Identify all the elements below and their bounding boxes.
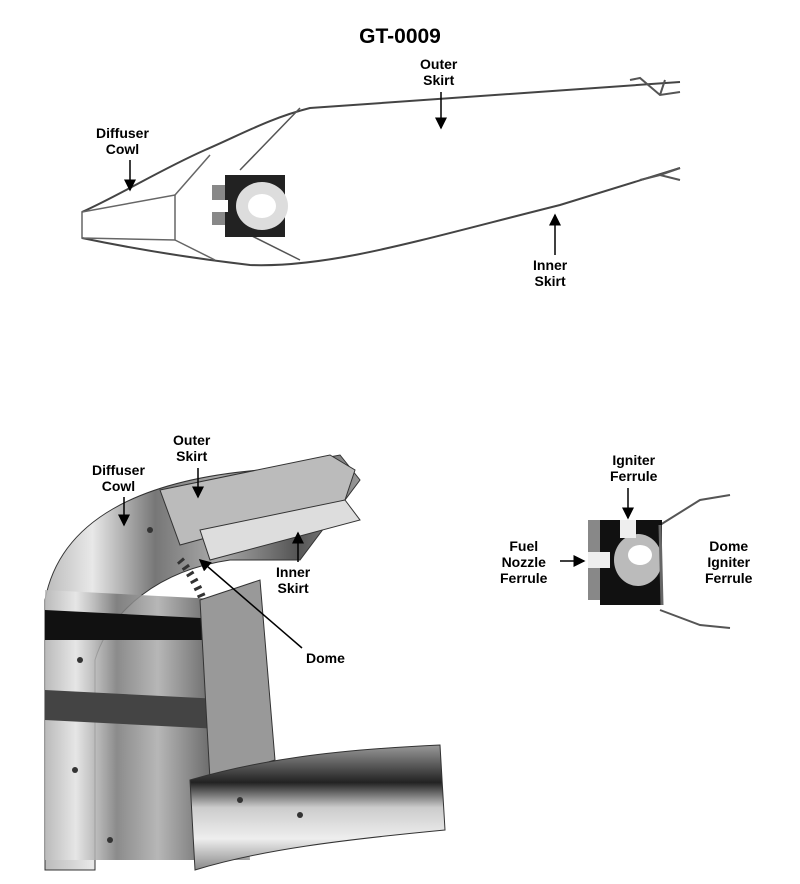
label-line: Nozzle (501, 554, 546, 570)
label-line: Outer (420, 56, 458, 72)
label-line: Ferrule (705, 570, 753, 586)
label-diffuser-cowl-iso: Diffuser Cowl (92, 462, 145, 494)
isometric-cutaway-view (44, 454, 446, 871)
diagram-title: GT-0009 (359, 25, 441, 48)
label-line: Inner (533, 257, 568, 273)
label-line: Skirt (534, 273, 566, 289)
label-line: Inner (276, 564, 311, 580)
label-dome-igniter-ferrule: Dome Igniter Ferrule (705, 538, 752, 586)
label-diffuser-cowl-top: Diffuser Cowl (96, 125, 149, 157)
label-line: Ferrule (500, 570, 548, 586)
label-line: Fuel (509, 538, 539, 554)
label-line: Dome (709, 538, 749, 554)
label-line: Cowl (101, 478, 136, 494)
label-line: Ferrule (610, 468, 658, 484)
label-line: Outer (173, 432, 211, 448)
label-line: Diffuser (92, 462, 145, 478)
label-line: Skirt (176, 448, 208, 464)
label-fuel-nozzle-ferrule: Fuel Nozzle Ferrule (500, 538, 547, 586)
label-line: Skirt (423, 72, 455, 88)
dome-assembly-top (212, 175, 288, 237)
label-outer-skirt-top: Outer Skirt (420, 56, 457, 88)
label-inner-skirt-iso: Inner Skirt (276, 564, 310, 596)
cross-section-view (81, 76, 681, 267)
dome-detail-view (588, 494, 731, 629)
label-line: Cowl (105, 141, 140, 157)
label-line: Igniter (707, 554, 751, 570)
label-igniter-ferrule: Igniter Ferrule (610, 452, 657, 484)
leader-arrows (118, 92, 634, 649)
label-line: Skirt (277, 580, 309, 596)
label-line: Diffuser (96, 125, 149, 141)
label-inner-skirt-top: Inner Skirt (533, 257, 567, 289)
label-line: Igniter (612, 452, 656, 468)
label-outer-skirt-iso: Outer Skirt (173, 432, 210, 464)
label-dome: Dome (306, 650, 345, 666)
